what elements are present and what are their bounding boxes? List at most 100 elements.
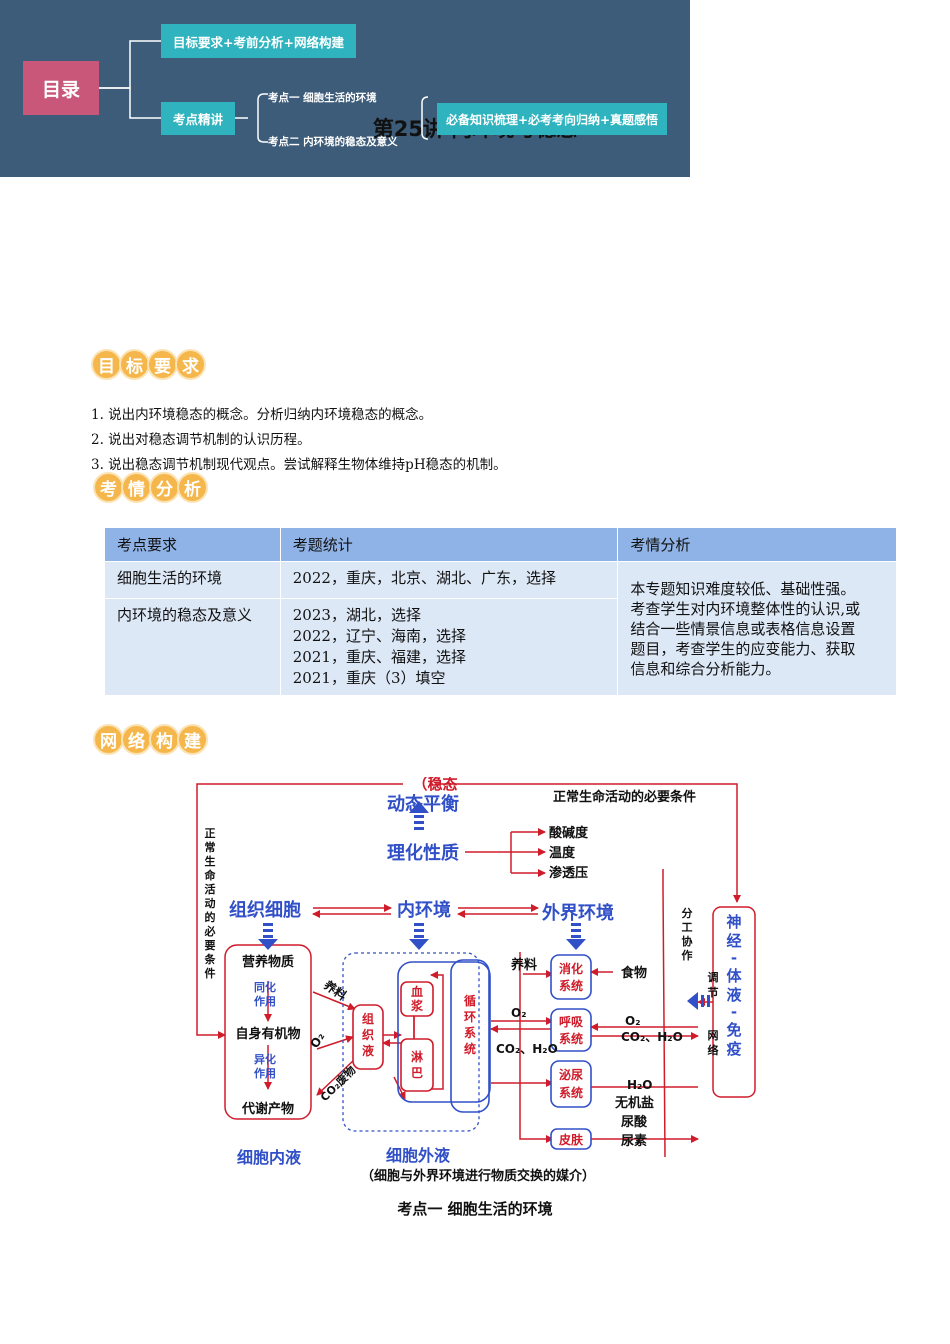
diagram-prop: 渗透压 [549,865,588,881]
diagram-salts: 无机盐 [614,1095,654,1111]
diagram-external-env: 外界环境 [542,902,614,924]
diagram-vchar: 神 [726,913,741,931]
diagram-system-label: 消化 [559,961,583,976]
diagram-vchar: 疫 [726,1040,741,1058]
goal-item: 1. 说出内环境稳态的概念。分析归纳内环境稳态的概念。 [91,407,433,423]
diagram-properties: 理化性质 [387,842,459,864]
diagram-vchar: 调 [708,970,719,984]
diagram-vchar: 免 [726,1021,741,1039]
stat-line: 2021，重庆、福建，选择 [292,648,466,666]
badge-char: 目 [93,351,120,378]
diagram-vchar: 淋 [411,1049,423,1064]
diagram-h2o: H₂O [627,1078,653,1092]
diagram-system-label: 泌尿 [559,1067,583,1082]
table-header: 考情分析 [617,527,897,562]
diagram-vchar: 正 [205,827,216,840]
diagram-own-organic: 自身有机物 [235,1026,300,1042]
diagram-assim: 作用 [254,994,276,1008]
stat-line: 2022，辽宁、海南，选择 [292,627,466,645]
diagram-ecf: 细胞外液 [386,1146,451,1165]
diagram-system-label: 系统 [559,1085,583,1100]
diagram-medium: （细胞与外界环境进行物质交换的媒介） [361,1168,595,1184]
table-cell-topic: 内环境的稳态及意义 [104,598,281,696]
diagram-tissue-cells: 组织细胞 [229,899,301,921]
diagram-vchar: 动 [205,896,216,910]
stat-line: 2021，重庆（3）填空 [292,669,446,687]
badge-char: 标 [121,351,148,378]
diagram-steady: （稳态 [412,777,457,793]
diagram-vchar: 节 [708,985,719,999]
analysis-line: 信息和综合分析能力。 [630,659,781,678]
diagram-vchar: 系 [464,1025,476,1040]
exam-analysis-table: 考点要求 考题统计 考情分析 细胞生活的环境 2022，重庆，北京、湖北、广东，… [104,527,897,696]
diagram-icf: 细胞内液 [237,1148,302,1167]
table-row: 细胞生活的环境 2022，重庆，北京、湖北、广东，选择 本专题知识难度较低、基础… [104,561,897,696]
table-cell-stats: 2022，重庆，北京、湖北、广东，选择 [279,561,619,599]
diagram-vchar: 浆 [410,998,424,1013]
concept-map-diagram: （稳态 动态平衡 正常生命活动的必要条件 理化性质 酸碱度 温度 渗透压 组织细… [196,777,756,1184]
toc-branch-goals[interactable]: 目标要求+考前分析+网络构建 [161,24,356,58]
diagram-co2-h2o-r: CO₂、H₂O [621,1030,683,1044]
analysis-line: 题目，考查学生的应变能力、获取 [630,639,856,658]
diagram-vchar: 环 [464,1010,476,1024]
diagram-assim: 同化 [254,980,276,994]
diagram-nutri-label: 养料 [320,977,349,1004]
badge-char: 网 [95,726,122,753]
diagram-vchar: 统 [464,1041,476,1056]
diagram-internal-env: 内环境 [397,899,451,921]
badge-char: 络 [123,726,150,753]
diagram-system-label: 呼吸 [559,1014,584,1029]
diagram-vchar: 体 [726,967,742,985]
table-header: 考点要求 [104,527,281,562]
diagram-vchar: 分 [682,906,693,920]
toc-banner: 目录 目标要求+考前分析+网络构建 考点精讲 考点一 细胞生活的环境 考点二 内… [0,0,690,177]
diagram-necessary-top: 正常生命活动的必要条件 [553,789,696,805]
diagram-vchar: - [731,1003,737,1021]
diagram-dissim: 作用 [254,1066,276,1080]
diagram-prop: 温度 [549,845,576,861]
section-caption: 考点一 细胞生活的环境 [397,1200,553,1218]
diagram-vchar: 液 [362,1043,374,1058]
analysis-line: 考查学生对内环境整体性的认识,或 [630,599,861,618]
diagram-dissim: 异化 [254,1052,276,1066]
analysis-line: 本专题知识难度较低、基础性强。 [630,579,856,598]
diagram-vchar: 工 [682,921,693,934]
toc-sub-point2[interactable]: 考点二 内环境的稳态及意义 [268,136,398,148]
diagram-nutrients: 营养物质 [242,954,294,970]
goal-item: 2. 说出对稳态调节机制的认识历程。 [91,432,311,448]
diagram-urea: 尿素 [621,1133,647,1149]
toc-branch-knowledge[interactable]: 必备知识梳理+必考考向归纳+真题感悟 [437,103,667,135]
section-badge-analysis: 考 情 分 析 [95,474,207,501]
diagram-vchar: - [731,949,737,967]
diagram-vchar: 生 [205,854,216,868]
diagram-uric: 尿酸 [621,1114,648,1130]
stat-line: 2022，重庆，北京、湖北、广东，选择 [292,569,556,587]
diagram-vchar: 血 [411,984,423,999]
toc-sub-point1[interactable]: 考点一 细胞生活的环境 [268,92,377,104]
table-header: 考题统计 [279,527,619,562]
diagram-o2-b: O₂ [511,1006,526,1020]
badge-char: 构 [151,726,178,753]
diagram-vchar: 经 [726,932,741,950]
diagram-vchar: 的 [205,910,216,924]
diagram-vchar: 必 [204,924,216,938]
diagram-vchar: 协 [682,934,693,948]
badge-char: 析 [179,474,206,501]
table-header-row: 考点要求 考题统计 考情分析 [104,527,897,562]
badge-char: 情 [123,474,150,501]
table-row: 内环境的稳态及意义 2023，湖北，选择 2022，辽宁、海南，选择 2021，… [104,598,897,696]
badge-char: 考 [95,474,122,501]
stat-line: 2023，湖北，选择 [292,606,421,624]
toc-branch-points[interactable]: 考点精讲 [161,102,235,135]
toc-main-box[interactable]: 目录 [23,61,99,115]
diagram-vchar: 循 [464,993,476,1008]
diagram-vchar: 巴 [411,1066,423,1080]
badge-char: 求 [177,351,204,378]
diagram-o2-r: O₂ [625,1014,640,1028]
diagram-system-label: 系统 [559,978,583,993]
diagram-co2-label: CO₂废物 [317,1063,358,1104]
diagram-vchar: 命 [204,868,217,882]
diagram-co2-h2o: CO₂、H₂O [496,1042,558,1056]
diagram-vchar: 件 [205,966,216,980]
diagram-vchar: 络 [708,1043,719,1057]
